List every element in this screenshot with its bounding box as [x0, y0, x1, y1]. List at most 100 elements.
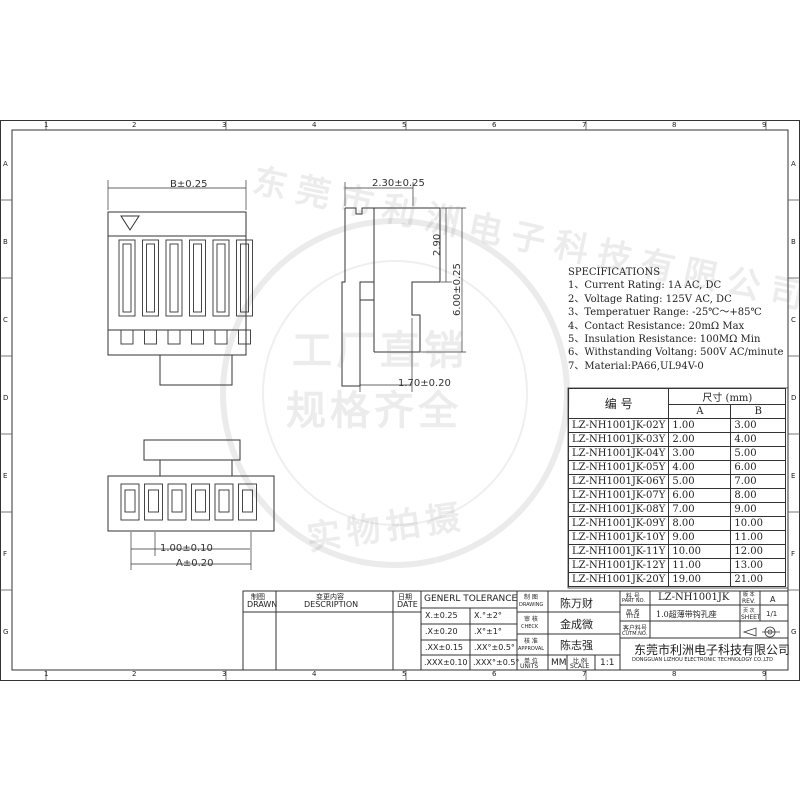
- spec-line: 7、Material:PA66,UL94V-0: [568, 360, 704, 372]
- watermark-line2: 规格齐全: [286, 388, 462, 434]
- spec-line: 6、Withstanding Voltang: 500V AC/minute: [568, 347, 784, 359]
- tb-check-cn: 审 核: [524, 616, 538, 623]
- ruler-row: D: [3, 394, 9, 402]
- tb-rev: REV.: [742, 598, 756, 605]
- bottom-view: [107, 439, 275, 532]
- ruler-col: 5: [402, 670, 407, 678]
- dim-b: B±0.25: [170, 179, 208, 190]
- parts-cell-code: LZ-NH1001JK-03Y: [567, 432, 670, 447]
- parts-cell-a: 4.00: [668, 460, 732, 475]
- parts-cell-code: LZ-NH1001JK-12Y: [567, 558, 670, 573]
- ruler-row: F: [3, 550, 8, 558]
- bottom-slot-inner: [218, 489, 230, 513]
- bottom-slot: [167, 483, 187, 521]
- dim-100: 1.00±0.10: [160, 543, 213, 554]
- bottom-view-slots: [120, 483, 257, 521]
- tb-rev-val: A: [770, 595, 776, 604]
- bottom-slot: [238, 483, 257, 521]
- parts-cell-code: LZ-NH1001JK-10Y: [567, 530, 670, 545]
- tb-approval-cn: 核 准: [524, 638, 538, 645]
- parts-cell-b: 8.00: [730, 488, 787, 503]
- ruler-ticks: [0, 120, 800, 680]
- dim-a: A±0.20: [176, 558, 214, 569]
- bottom-slot: [214, 483, 234, 521]
- ruler-row: C: [3, 316, 8, 324]
- parts-cell-a: 1.00: [668, 418, 732, 433]
- front-slot: [118, 239, 136, 317]
- ruler-col: 4: [312, 670, 317, 678]
- tb-tol: .X±0.20: [425, 627, 458, 636]
- ruler-top: 1 2 3 4 5 6 7 8 9: [0, 121, 800, 133]
- tb-tol: .XXX±0.10: [424, 658, 468, 667]
- front-slot-foot: [120, 329, 134, 345]
- tb-tol: .X°±1°: [474, 627, 502, 636]
- spec-line: 2、Voltage Rating: 125V AC, DC: [568, 293, 732, 305]
- ruler-right: A B C D E F G: [791, 0, 800, 800]
- ruler-row: A: [791, 160, 796, 168]
- front-view-slots: [118, 239, 253, 345]
- parts-cell-b: 3.00: [730, 418, 787, 433]
- tb-title-val: 1.0超薄带钩孔座: [656, 610, 717, 619]
- tb-company-en: DONGGUAN LIZHOU ELECTRONIC TECHNOLOGY CO…: [632, 657, 774, 663]
- parts-cell-a: 3.00: [668, 446, 732, 461]
- ruler-row: G: [791, 628, 797, 636]
- tb-approval-name: 陈志强: [560, 639, 593, 652]
- ruler-col: 2: [132, 670, 137, 678]
- parts-cell-code: LZ-NH1001JK-04Y: [567, 446, 670, 461]
- ruler-col: 9: [762, 121, 767, 129]
- ruler-col: 2: [132, 121, 137, 129]
- bottom-slot-inner: [242, 489, 253, 513]
- tb-drawn-cn: 制图: [251, 593, 265, 601]
- parts-cell-code: LZ-NH1001JK-07Y: [567, 488, 670, 503]
- front-slot: [165, 239, 183, 317]
- front-slot-inner: [169, 243, 179, 313]
- tb-drawing: DRAWING: [519, 602, 544, 608]
- ruler-row: B: [791, 238, 796, 246]
- parts-header-size: 尺寸 (mm): [668, 388, 787, 405]
- parts-cell-a: 10.00: [668, 544, 732, 559]
- tb-tol: .XX°±0.5°: [474, 643, 515, 652]
- tb-sheet: SHEET: [741, 614, 761, 621]
- tb-title-cn: 品 名: [626, 609, 640, 616]
- ruler-row: G: [3, 628, 9, 636]
- bottom-slot: [120, 483, 140, 521]
- parts-cell-b: 12.00: [730, 544, 787, 559]
- watermark-line1: 工厂直销: [292, 328, 468, 374]
- tb-company-cn: 东莞市利洲电子科技有限公司: [634, 643, 791, 657]
- parts-cell-a: 6.00: [668, 488, 732, 503]
- front-slot-inner: [146, 243, 155, 313]
- front-slot-foot: [214, 329, 228, 345]
- parts-cell-code: LZ-NH1001JK-08Y: [567, 502, 670, 517]
- tb-drawn: DRAWN: [247, 600, 278, 609]
- dim-230: 2.30±0.25: [372, 178, 425, 189]
- bottom-slot-inner: [195, 489, 206, 513]
- tb-desc: DESCRIPTION: [304, 600, 359, 609]
- parts-header-code: 编 号: [567, 388, 670, 419]
- spec-line: 4、Contact Resistance: 20mΩ Max: [568, 320, 745, 332]
- parts-cell-code: LZ-NH1001JK-11Y: [567, 544, 670, 559]
- parts-header-a: A: [668, 404, 732, 419]
- ruler-row: E: [791, 472, 796, 480]
- parts-cell-b: 4.00: [730, 432, 787, 447]
- tb-custno-cn: 客户料号: [623, 625, 648, 632]
- parts-cell-a: 2.00: [668, 432, 732, 447]
- ruler-col: 1: [44, 121, 49, 129]
- parts-cell-b: 9.00: [730, 502, 787, 517]
- parts-cell-a: 9.00: [668, 530, 732, 545]
- ruler-row: E: [3, 472, 8, 480]
- parts-cell-b: 5.00: [730, 446, 787, 461]
- bottom-slot-inner: [171, 489, 183, 513]
- specs-title: SPECIFICATIONS: [568, 267, 661, 278]
- parts-header-b: B: [730, 404, 787, 419]
- tb-date-cn: 日期: [398, 593, 412, 601]
- bottom-slot-inner: [148, 489, 159, 513]
- ruler-row: F: [791, 550, 796, 558]
- ruler-col: 7: [582, 121, 587, 129]
- ruler-col: 6: [492, 670, 497, 678]
- tb-partno-val: LZ-NH1001JK: [658, 592, 730, 603]
